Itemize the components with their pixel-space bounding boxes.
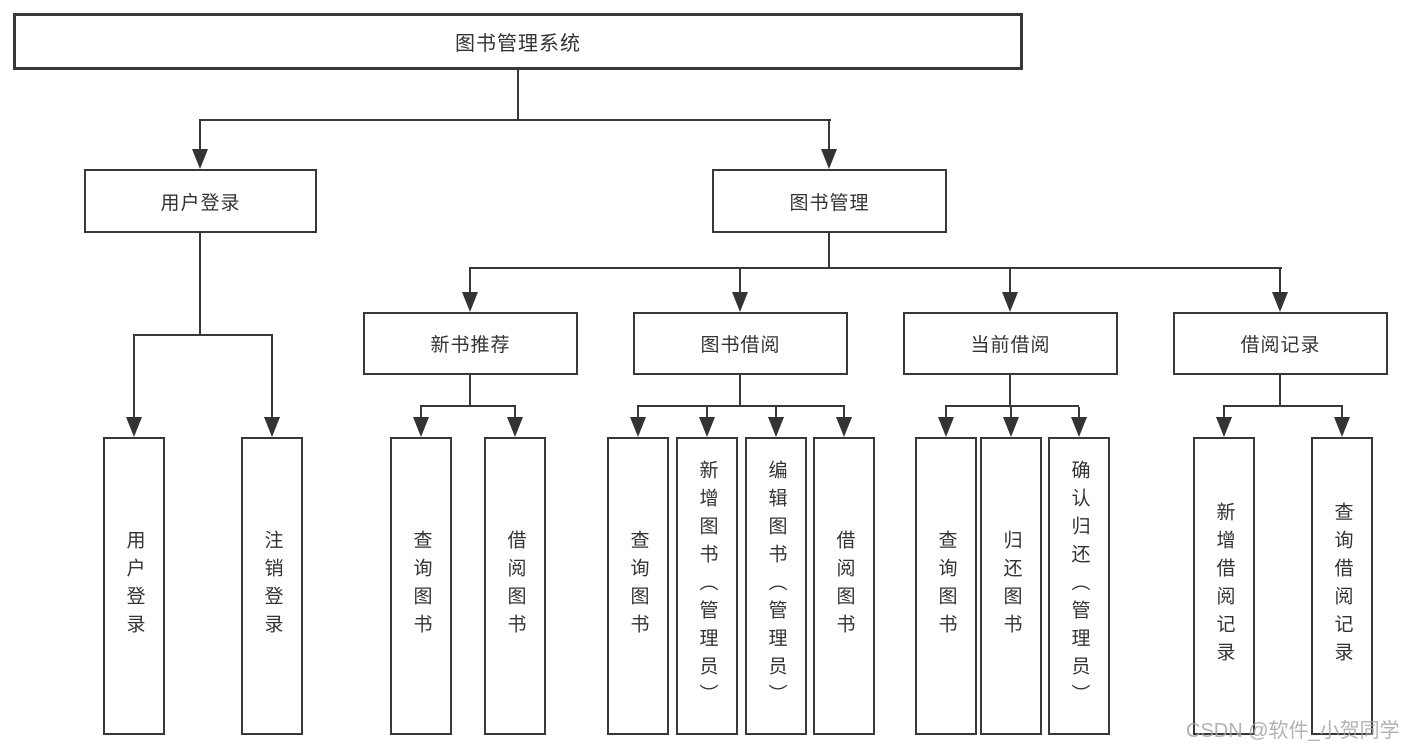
leaf-recommend-query-books: 查询图书: [390, 437, 452, 735]
connector-line: [1223, 405, 1343, 407]
connector-line: [637, 407, 639, 418]
arrow-down-icon: [938, 417, 954, 437]
leaf-recommend-borrow-books: 借阅图书: [484, 437, 546, 735]
leaf-current-query-books: 查询图书: [915, 437, 977, 735]
connector-line: [1279, 374, 1281, 406]
arrow-down-icon: [1003, 417, 1019, 437]
arrow-down-icon: [264, 417, 280, 437]
node-book-borrowing: 图书借阅: [633, 312, 848, 375]
connector-line: [775, 407, 777, 418]
connector-line: [420, 405, 516, 407]
leaf-current-return-books: 归还图书: [980, 437, 1042, 735]
leaf-current-confirm-return-admin: 确认归还（管理员）: [1048, 437, 1110, 735]
node-new-book-recommendation: 新书推荐: [363, 312, 578, 375]
connector-line: [199, 119, 831, 121]
connector-line: [828, 121, 830, 149]
connector-line: [739, 269, 741, 293]
leaf-logout: 注销登录: [241, 437, 303, 735]
arrow-down-icon: [126, 417, 142, 437]
arrow-down-icon: [192, 149, 208, 169]
connector-line: [469, 269, 471, 293]
leaf-user-login: 用户登录: [103, 437, 165, 735]
connector-line: [1009, 374, 1011, 406]
node-current-borrowing: 当前借阅: [903, 312, 1118, 375]
connector-line: [133, 336, 135, 418]
connector-line: [1078, 407, 1080, 418]
arrow-down-icon: [732, 292, 748, 312]
arrow-down-icon: [462, 292, 478, 312]
connector-line: [199, 121, 201, 149]
connector-line: [1341, 407, 1343, 418]
arrow-down-icon: [821, 149, 837, 169]
node-borrowing-records: 借阅记录: [1173, 312, 1388, 375]
arrow-down-icon: [1071, 417, 1087, 437]
connector-line: [1010, 407, 1012, 418]
connector-line: [828, 233, 830, 268]
node-user-login: 用户登录: [84, 169, 317, 233]
connector-line: [199, 233, 201, 335]
arrow-down-icon: [768, 417, 784, 437]
connector-line: [517, 70, 519, 120]
connector-line: [945, 405, 1079, 407]
arrow-down-icon: [836, 417, 852, 437]
leaf-borrowing-borrow-books: 借阅图书: [813, 437, 875, 735]
arrow-down-icon: [630, 417, 646, 437]
connector-line: [706, 407, 708, 418]
leaf-records-add-borrow-record: 新增借阅记录: [1193, 437, 1255, 735]
arrow-down-icon: [1002, 292, 1018, 312]
arrow-down-icon: [1272, 292, 1288, 312]
arrow-down-icon: [699, 417, 715, 437]
connector-line: [1223, 407, 1225, 418]
arrow-down-icon: [1334, 417, 1350, 437]
leaf-borrowing-add-book-admin: 新增图书（管理员）: [676, 437, 738, 735]
connector-line: [469, 374, 471, 406]
leaf-records-query-borrow-record: 查询借阅记录: [1311, 437, 1373, 735]
connector-line: [271, 336, 273, 418]
arrow-down-icon: [1216, 417, 1232, 437]
leaf-borrowing-query-books: 查询图书: [607, 437, 669, 735]
connector-line: [945, 407, 947, 418]
connector-line: [843, 407, 845, 418]
node-library-system: 图书管理系统: [13, 13, 1023, 70]
leaf-borrowing-edit-book-admin: 编辑图书（管理员）: [745, 437, 807, 735]
arrow-down-icon: [413, 417, 429, 437]
arrow-down-icon: [507, 417, 523, 437]
watermark: CSDN @软件_小贺同学: [1186, 720, 1400, 742]
connector-line: [514, 407, 516, 418]
connector-line: [469, 267, 1282, 269]
connector-line: [1279, 269, 1281, 293]
connector-line: [420, 407, 422, 418]
connector-line: [739, 374, 741, 406]
connector-line: [133, 334, 273, 336]
connector-line: [637, 405, 845, 407]
connector-line: [1009, 269, 1011, 293]
node-book-management: 图书管理: [712, 169, 947, 233]
